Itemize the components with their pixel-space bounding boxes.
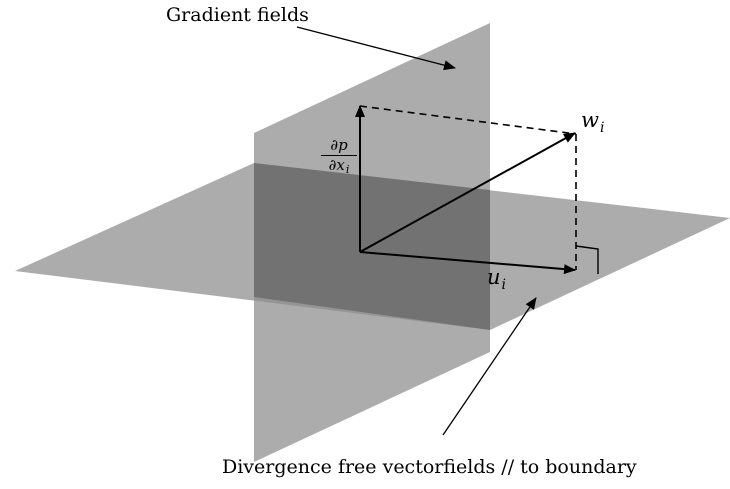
w-subscript: i bbox=[599, 120, 605, 136]
fraction-numerator: ∂p bbox=[330, 136, 348, 154]
denominator-symbol: ∂x bbox=[328, 156, 345, 174]
u-vector-label: ui bbox=[487, 265, 506, 293]
u-symbol: u bbox=[487, 265, 501, 289]
fraction-bar bbox=[321, 155, 357, 156]
gradient-fields-label: Gradient fields bbox=[166, 4, 309, 26]
u-vector-arrow bbox=[359, 251, 576, 275]
denominator-subscript: i bbox=[345, 163, 350, 176]
u-subscript: i bbox=[501, 277, 507, 293]
fraction-denominator: ∂xi bbox=[320, 156, 358, 176]
pressure-gradient-label: ∂p ∂xi bbox=[320, 136, 358, 176]
w-vector-arrow bbox=[359, 132, 576, 253]
divergence-free-label: Divergence free vectorfields // to bound… bbox=[222, 456, 637, 478]
w-symbol: w bbox=[581, 108, 599, 132]
right-angle-marker bbox=[575, 245, 599, 274]
gradient-label-pointer bbox=[296, 26, 456, 71]
divergence-label-pointer bbox=[442, 297, 537, 436]
w-vector-label: wi bbox=[581, 108, 604, 136]
dashed-projection-top bbox=[359, 105, 577, 135]
